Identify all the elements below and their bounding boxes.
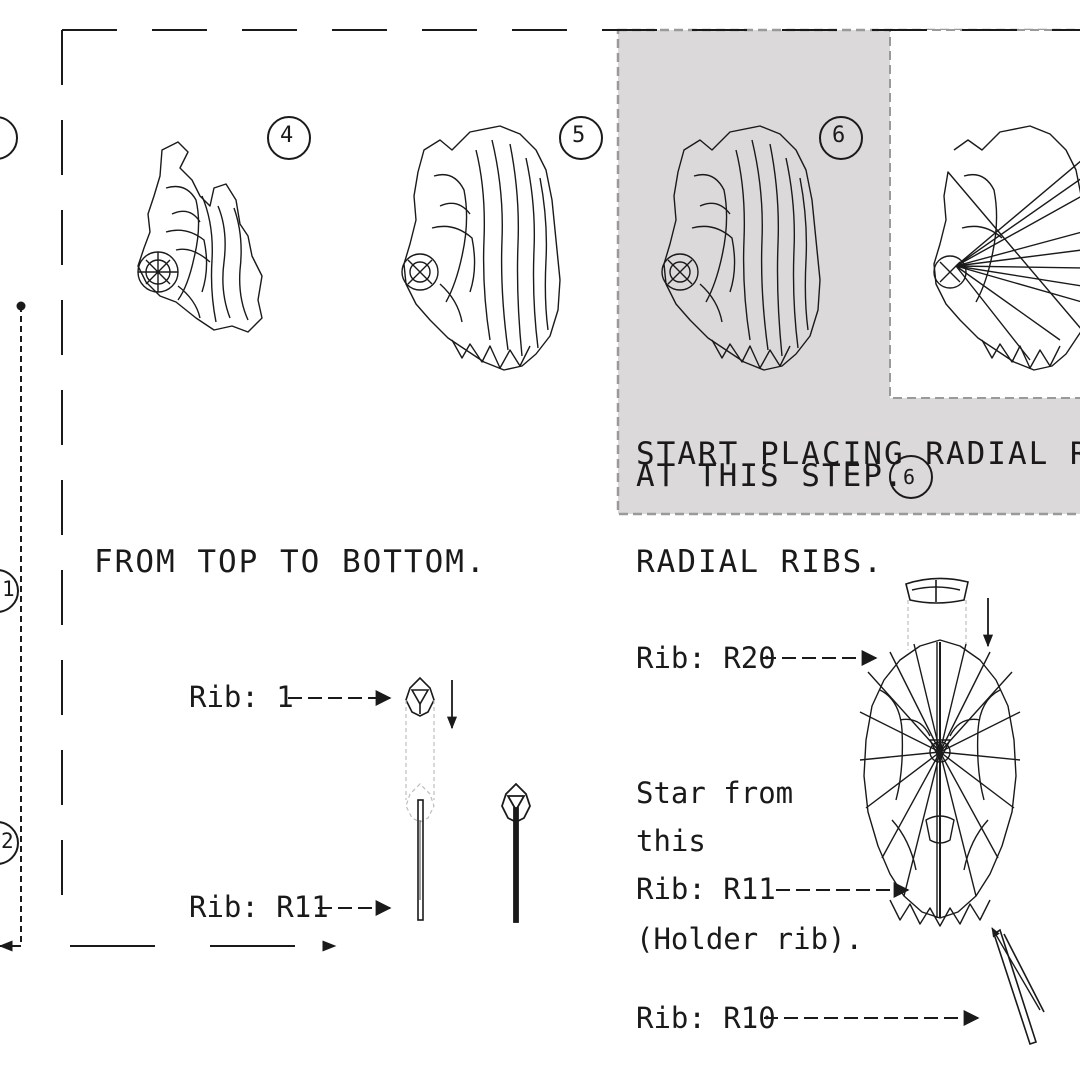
rib-r11-holder-part xyxy=(417,799,424,921)
highlight-box-line-1: START PLACING RADIAL RIB xyxy=(636,436,1080,472)
callout-label-rib-r20: Rib: R20 xyxy=(636,641,776,675)
step-circle-5 xyxy=(559,116,603,160)
step-circle-6 xyxy=(819,116,863,160)
left-edge-marker-2: 2 xyxy=(1,829,14,853)
step-circle-left-edge-2 xyxy=(0,821,19,865)
callout-label-rib-r11-mid: Rib: R11 xyxy=(189,890,329,924)
rib-1-ghost-guide xyxy=(405,700,435,823)
step-circle-left-edge-1 xyxy=(0,569,19,613)
radial-rib-r10-insert-arrow xyxy=(991,927,1041,1011)
callout-label-rib-1: Rib: 1 xyxy=(189,680,294,714)
step-circle-left-edge-top xyxy=(0,116,18,160)
step-number-6: 6 xyxy=(832,123,846,148)
step-circle-4 xyxy=(267,116,311,160)
gorilla-head-step-5-illustration xyxy=(401,125,561,371)
rib-1-small-part xyxy=(405,676,435,717)
radial-rib-r10-part xyxy=(993,928,1045,1046)
note-line-star-from: Star from xyxy=(636,776,794,810)
radial-ribs-assembly-illustration xyxy=(859,639,1021,927)
step-number-4: 4 xyxy=(280,123,294,148)
callout-label-rib-r10: Rib: R10 xyxy=(636,1001,776,1035)
callout-label-rib-r11-right: Rib: R11 xyxy=(636,872,776,906)
assembled-rib-part xyxy=(501,782,531,923)
mid-panel-heading: FROM TOP TO BOTTOM. xyxy=(94,544,487,580)
gorilla-head-step-4-illustration xyxy=(137,141,263,333)
note-line-this: this xyxy=(636,824,706,858)
note-line-holder-rib: (Holder rib). xyxy=(636,922,863,956)
radial-rib-ghost-guide xyxy=(907,600,967,650)
radial-rib-r20-top-part xyxy=(905,577,969,604)
gorilla-head-step-7-illustration xyxy=(933,125,1080,371)
highlight-box-line-2: AT THIS STEP. xyxy=(636,458,905,494)
highlight-box-step-ref: 6 xyxy=(903,465,916,489)
gorilla-head-step-6-illustration xyxy=(661,125,821,371)
left-edge-marker-1: 1 xyxy=(2,577,15,601)
step-number-5: 5 xyxy=(572,123,586,148)
step-ref-circle-6 xyxy=(889,455,933,499)
right-panel-heading: RADIAL RIBS. xyxy=(636,544,884,580)
